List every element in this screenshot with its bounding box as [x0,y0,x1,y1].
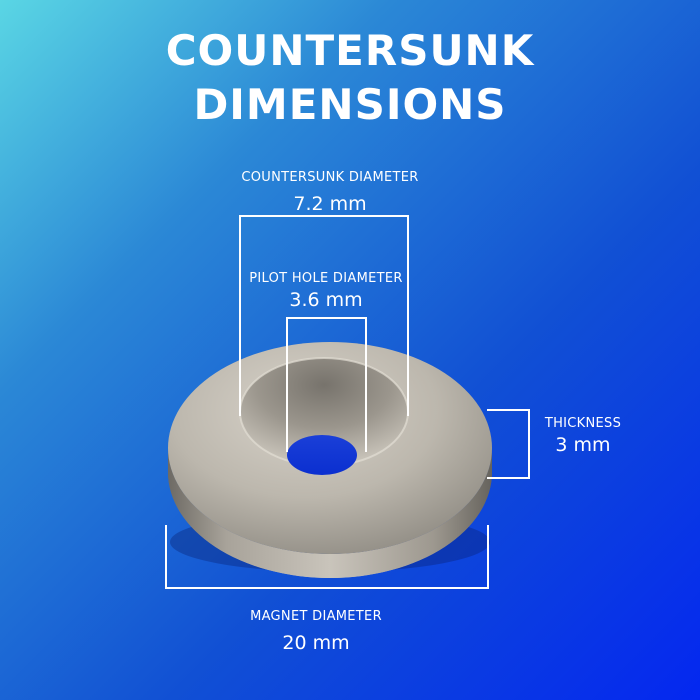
thickness-bracket [487,409,530,479]
title-line-1: COUNTERSUNK [165,26,535,75]
pilot-hole-diameter-value: 3.6 mm [289,289,363,311]
countersunk-diameter-value: 7.2 mm [293,193,367,215]
magnet-diameter-value: 20 mm [282,632,350,654]
title-line-2: DIMENSIONS [193,80,507,129]
ring-magnet [168,342,492,578]
magnet-side-lower [168,448,492,578]
countersunk-diameter-label: COUNTERSUNK DIAMETER [241,170,419,185]
magnet-diameter-label: MAGNET DIAMETER [250,609,382,624]
countersunk-diameter-bracket [239,215,409,416]
pilot-hole-diameter-bracket [286,317,367,452]
pilot-hole-diameter-label: PILOT HOLE DIAMETER [249,271,403,286]
thickness-label: THICKNESS [544,416,622,431]
pilot-hole [287,435,357,475]
thickness-value: 3 mm [555,434,611,456]
magnet-diameter-bracket [165,525,489,589]
